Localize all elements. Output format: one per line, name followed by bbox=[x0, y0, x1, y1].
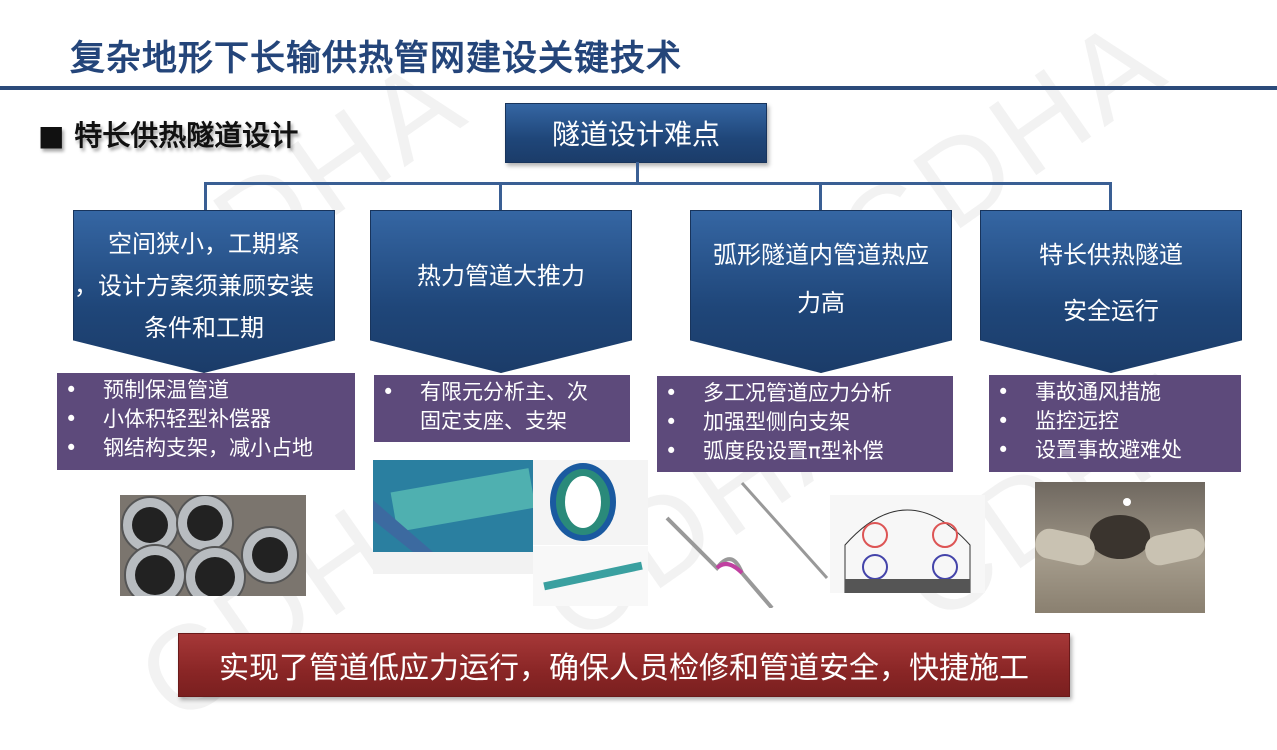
list-item: •加强型侧向支架 bbox=[665, 410, 850, 434]
connector bbox=[636, 162, 639, 184]
branch-heading: 条件和工期 bbox=[144, 314, 264, 342]
list-item: •弧度段设置π型补偿 bbox=[665, 439, 884, 463]
insulated-pipes-photo bbox=[120, 495, 306, 596]
connector bbox=[204, 182, 207, 212]
branch-heading: 安全运行 bbox=[1063, 297, 1159, 325]
list-item: •有限元分析主、次 bbox=[382, 380, 588, 404]
conclusion-text: 实现了管道低应力运行，确保人员检修和管道安全，快捷施工 bbox=[219, 651, 1029, 686]
list-item: •监控远控 bbox=[997, 409, 1119, 433]
solution-list: •多工况管道应力分析 •加强型侧向支架 •弧度段设置π型补偿 bbox=[657, 376, 953, 472]
solution-list: •事故通风措施 •监控远控 •设置事故避难处 bbox=[989, 375, 1241, 472]
branch-heading: 热力管道大推力 bbox=[417, 262, 585, 290]
connector bbox=[819, 182, 822, 212]
square-bullet-icon: ■ bbox=[38, 119, 65, 152]
list-item: •设置事故避难处 bbox=[997, 438, 1182, 462]
title-divider bbox=[0, 86, 1277, 90]
pipe-stress-model-image bbox=[662, 478, 832, 608]
section-label: 特长供热隧道设计 bbox=[74, 119, 299, 152]
branch-safety: 特长供热隧道 安全运行 bbox=[980, 210, 1242, 373]
branch-heading: ，设计方案须兼顾安装 bbox=[74, 272, 314, 300]
branch-heading: 力高 bbox=[797, 289, 845, 317]
branch-arc-stress: 弧形隧道内管道热应 力高 bbox=[690, 210, 952, 373]
branch-space-schedule: 空间狭小，工期紧 ，设计方案须兼顾安装 条件和工期 bbox=[73, 210, 335, 373]
section-heading: ■ 特长供热隧道设计 bbox=[38, 114, 298, 154]
branch-heading: 弧形隧道内管道热应 bbox=[713, 241, 929, 269]
branch-heading: 特长供热隧道 bbox=[1039, 241, 1183, 269]
tunnel-section-drawing bbox=[830, 495, 985, 593]
list-item: •钢结构支架，减小占地 bbox=[65, 436, 313, 460]
list-item: •多工况管道应力分析 bbox=[665, 381, 892, 405]
root-label: 隧道设计难点 bbox=[551, 118, 720, 151]
tunnel-photo bbox=[1035, 482, 1205, 613]
list-item: •小体积轻型补偿器 bbox=[65, 407, 271, 431]
solution-list: •有限元分析主、次 固定支座、支架 bbox=[374, 375, 630, 442]
list-item: 固定支座、支架 bbox=[420, 409, 567, 433]
slide-title: 复杂地形下长输供热管网建设关键技术 bbox=[70, 39, 683, 79]
branch-heading: 空间狭小，工期紧 bbox=[108, 230, 300, 258]
connector bbox=[204, 182, 1112, 185]
fea-analysis-image bbox=[373, 460, 648, 606]
branch-thrust: 热力管道大推力 bbox=[370, 210, 632, 373]
connector bbox=[499, 182, 502, 212]
list-item: •预制保温管道 bbox=[65, 378, 229, 402]
solution-list: •预制保温管道 •小体积轻型补偿器 •钢结构支架，减小占地 bbox=[57, 373, 355, 470]
conclusion-banner: 实现了管道低应力运行，确保人员检修和管道安全，快捷施工 bbox=[178, 633, 1070, 697]
root-node: 隧道设计难点 bbox=[505, 103, 767, 163]
connector bbox=[1109, 182, 1112, 212]
list-item: •事故通风措施 bbox=[997, 380, 1161, 404]
